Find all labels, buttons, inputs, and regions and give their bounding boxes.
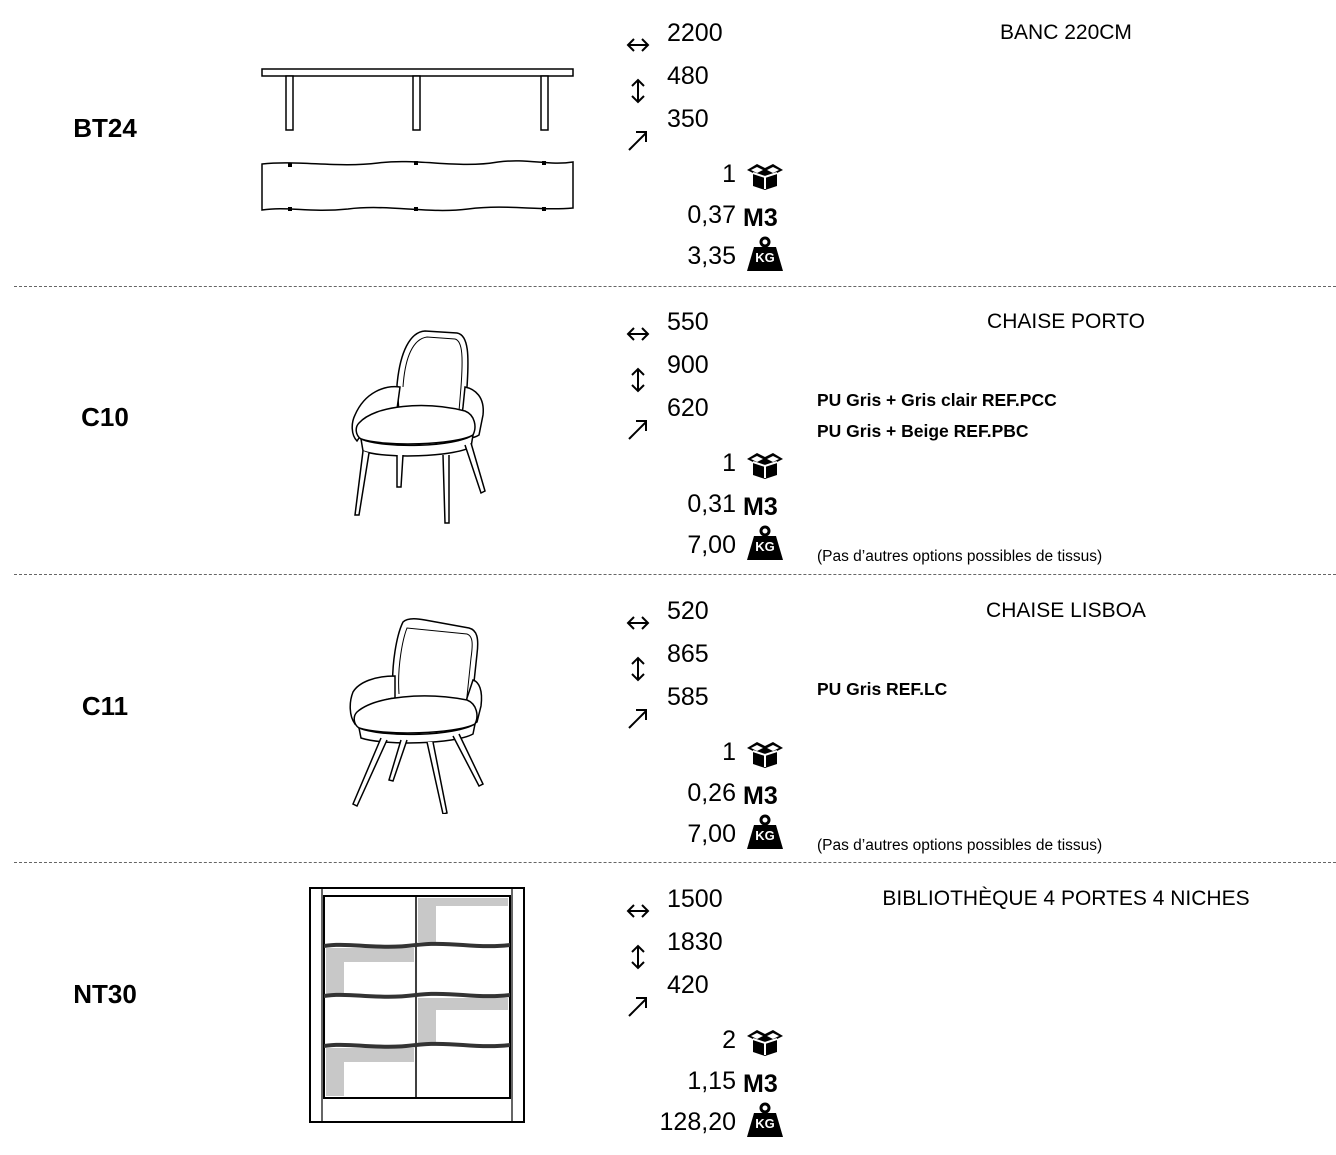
box-icon <box>743 449 787 481</box>
width-arrow-icon <box>624 897 652 925</box>
width-value: 2200 <box>667 19 723 47</box>
volume-value: 0,37 <box>687 201 736 229</box>
weight-value: 128,20 <box>659 1108 736 1136</box>
weight-value: 3,35 <box>687 242 736 270</box>
weight-value: 7,00 <box>687 820 736 848</box>
weight-value: 7,00 <box>687 531 736 559</box>
width-arrow-icon <box>624 320 652 348</box>
depth-arrow-icon <box>624 415 652 443</box>
width-value: 1500 <box>667 885 723 913</box>
kg-label: KG <box>755 828 775 843</box>
depth-value: 420 <box>667 971 709 999</box>
volume-value: 1,15 <box>687 1067 736 1095</box>
row-divider <box>14 862 1336 863</box>
height-arrow-icon <box>624 366 652 394</box>
volume-value: 0,31 <box>687 490 736 518</box>
kg-weight-icon: KG <box>743 525 787 561</box>
kg-weight-icon: KG <box>743 1102 787 1138</box>
product-row: C10 550 900 620 1 0,31 M3 7,00 KG CHAISE… <box>0 289 1336 578</box>
product-code: C11 <box>81 691 129 721</box>
depth-arrow-icon <box>624 992 652 1020</box>
row-divider <box>14 574 1336 575</box>
width-arrow-icon <box>624 31 652 59</box>
kg-label: KG <box>755 250 775 265</box>
product-row: C11 520 865 585 1 0,26 M3 7,00 KG CHAISE… <box>0 578 1336 867</box>
height-arrow-icon <box>624 655 652 683</box>
row-divider <box>14 286 1336 287</box>
chair-porto-illustration <box>351 330 486 524</box>
depth-value: 350 <box>667 105 709 133</box>
depth-value: 585 <box>667 683 709 711</box>
fabric-note: (Pas d’autres options possibles de tissu… <box>817 548 1103 565</box>
kg-label: KG <box>755 539 775 554</box>
height-value: 865 <box>667 640 709 668</box>
product-title: BANC 220CM <box>1000 21 1132 44</box>
product-title: CHAISE LISBOA <box>986 599 1146 622</box>
height-value: 900 <box>667 351 709 379</box>
fabric-option: PU Gris + Gris clair REF.PCC <box>817 390 1057 410</box>
height-value: 1830 <box>667 928 723 956</box>
product-row: BT24 2200 480 350 1 0,37 M3 3,35 KG BANC… <box>0 0 1336 289</box>
product-title: CHAISE PORTO <box>987 310 1145 333</box>
package-count: 1 <box>722 160 736 188</box>
fabric-option: PU Gris + Beige REF.PBC <box>817 421 1029 441</box>
volume-value: 0,26 <box>687 779 736 807</box>
chair-lisboa-illustration <box>349 617 484 814</box>
box-icon <box>743 160 787 192</box>
width-arrow-icon <box>624 609 652 637</box>
volume-unit: M3 <box>743 782 778 810</box>
height-value: 480 <box>667 62 709 90</box>
width-value: 550 <box>667 308 709 336</box>
height-arrow-icon <box>624 943 652 971</box>
kg-weight-icon: KG <box>743 236 787 272</box>
volume-unit: M3 <box>743 1070 778 1098</box>
product-code: C10 <box>81 402 129 432</box>
kg-label: KG <box>755 1116 775 1131</box>
product-code: BT24 <box>73 113 137 143</box>
depth-arrow-icon <box>624 126 652 154</box>
fabric-option: PU Gris REF.LC <box>817 679 948 699</box>
box-icon <box>743 738 787 770</box>
product-row: NT30 1500 1830 420 2 1,15 M3 128,20 KG B… <box>0 866 1336 1155</box>
product-title: BIBLIOTHÈQUE 4 PORTES 4 NICHES <box>882 887 1250 910</box>
width-value: 520 <box>667 597 709 625</box>
box-icon <box>743 1026 787 1058</box>
bench-illustration <box>261 68 574 212</box>
volume-unit: M3 <box>743 493 778 521</box>
kg-weight-icon: KG <box>743 814 787 850</box>
product-code: NT30 <box>73 979 137 1009</box>
bookcase-illustration <box>309 887 525 1123</box>
package-count: 2 <box>722 1026 736 1054</box>
package-count: 1 <box>722 738 736 766</box>
package-count: 1 <box>722 449 736 477</box>
height-arrow-icon <box>624 77 652 105</box>
fabric-note: (Pas d’autres options possibles de tissu… <box>817 837 1103 854</box>
depth-arrow-icon <box>624 704 652 732</box>
depth-value: 620 <box>667 394 709 422</box>
volume-unit: M3 <box>743 204 778 232</box>
